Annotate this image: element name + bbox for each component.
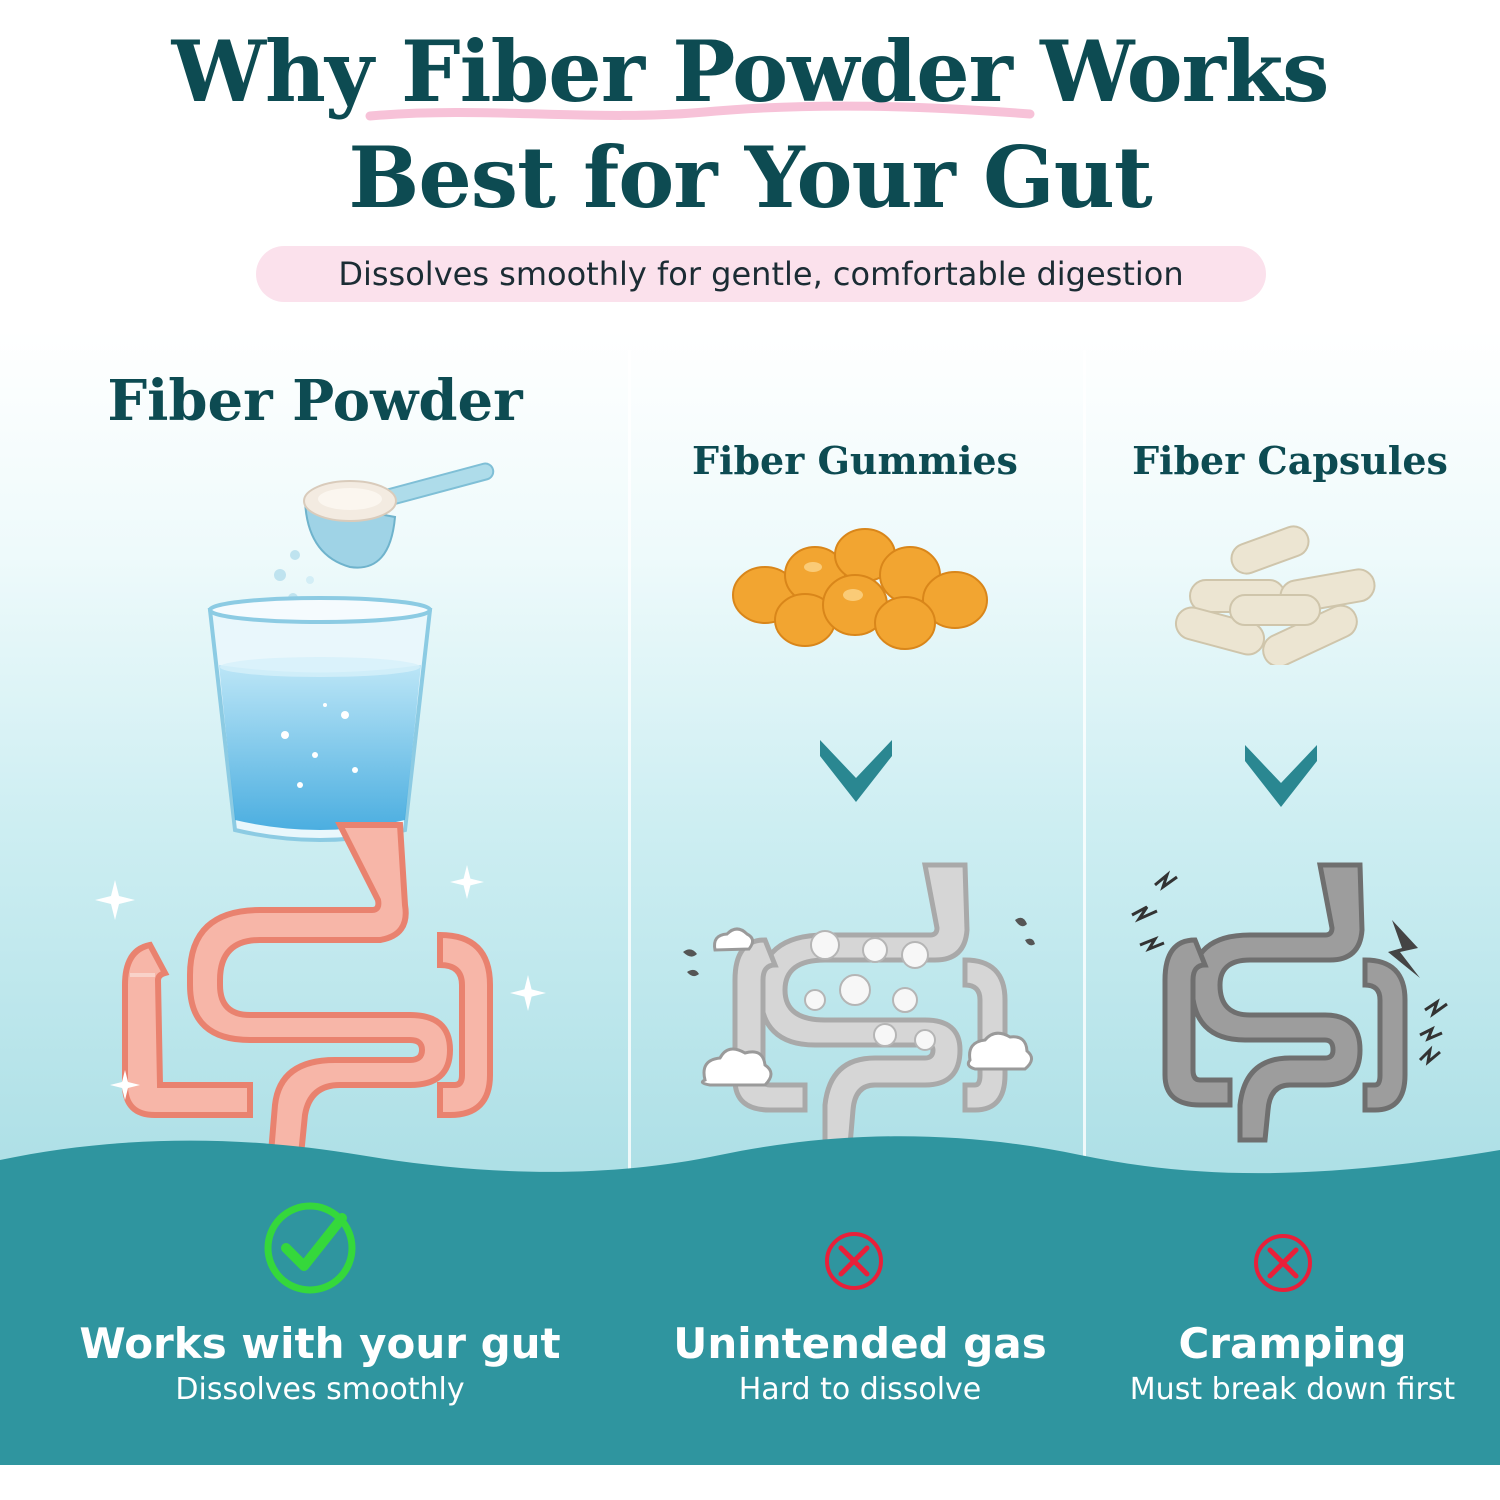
column-title-fiber-capsules: Fiber Capsules xyxy=(1132,438,1448,483)
column-divider xyxy=(1083,350,1086,1170)
gummies-icon xyxy=(732,528,988,650)
result-subtitle: Hard to dissolve xyxy=(738,1372,982,1407)
result-title: Unintended gas xyxy=(673,1319,1047,1368)
measuring-scoop-icon xyxy=(303,462,495,569)
chevron-down-icon xyxy=(1245,745,1317,807)
result-fiber-gummies: Unintended gas Hard to dissolve xyxy=(640,1318,1080,1410)
chevron-down-icon xyxy=(820,740,892,802)
gassy-intestine-icon xyxy=(683,862,1035,1148)
result-fiber-powder: Works with your gut Dissolves smoothly xyxy=(40,1318,600,1410)
column-title-fiber-gummies: Fiber Gummies xyxy=(692,438,1018,483)
x-circle-icon xyxy=(825,1232,883,1290)
result-title: Cramping xyxy=(1178,1319,1407,1368)
column-divider xyxy=(628,350,631,1170)
sparkle-icon xyxy=(450,865,484,899)
water-glass-icon xyxy=(207,596,433,842)
result-subtitle: Must break down first xyxy=(1129,1372,1456,1407)
cramping-intestine-icon xyxy=(1131,862,1448,1143)
x-circle-icon xyxy=(1254,1234,1312,1292)
check-circle-icon xyxy=(264,1202,356,1294)
result-title: Works with your gut xyxy=(79,1319,561,1368)
result-fiber-capsules: Cramping Must break down first xyxy=(1095,1318,1490,1410)
capsules-icon xyxy=(1174,525,1376,665)
sparkle-icon xyxy=(110,1070,140,1100)
column-title-fiber-powder: Fiber Powder xyxy=(107,368,523,434)
page-title-line1: Why Fiber Powder Works xyxy=(171,22,1330,121)
underline-swoosh xyxy=(365,101,1035,121)
result-subtitle: Dissolves smoothly xyxy=(175,1372,465,1407)
page-title-line2: Best for Your Gut xyxy=(348,128,1152,227)
footer-margin xyxy=(0,1465,1500,1500)
subtitle-pill: Dissolves smoothly for gentle, comfortab… xyxy=(256,246,1266,302)
results-band xyxy=(0,1136,1500,1465)
sparkle-icon xyxy=(510,975,546,1011)
healthy-intestine-icon xyxy=(122,822,493,1168)
sparkle-icon xyxy=(95,880,135,920)
